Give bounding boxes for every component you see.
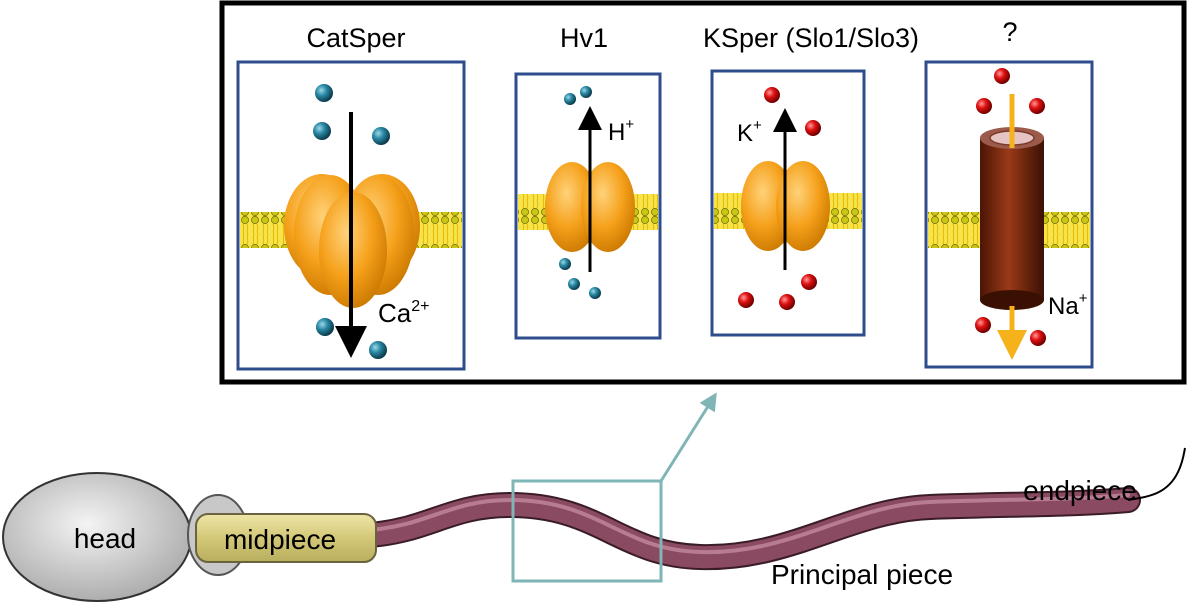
catsper-title: CatSper — [306, 23, 405, 53]
proton-ion — [568, 278, 580, 290]
potassium-ion — [805, 120, 821, 136]
sodium-ion — [976, 98, 992, 114]
calcium-ion — [313, 122, 331, 140]
principal-piece-label: Principal piece — [771, 559, 953, 590]
sperm-midpiece — [195, 513, 377, 563]
potassium-ion — [779, 294, 795, 310]
zoom-region-box — [511, 479, 663, 583]
endpiece-label: endpiece — [1023, 475, 1137, 506]
sodium-ion — [1029, 98, 1045, 114]
calcium-ion-label: Ca2+ — [378, 298, 430, 328]
sperm-cell: head midpiece Principal piece endpiece — [2, 447, 1186, 602]
calcium-ion — [315, 84, 333, 102]
sperm-endpiece — [1127, 447, 1186, 501]
potassium-ion-label: K+ — [737, 117, 762, 147]
sodium-channel-bottom — [980, 290, 1044, 310]
ksper-subunit — [776, 161, 830, 251]
calcium-ion — [316, 318, 334, 336]
proton-ion-label: H+ — [608, 116, 634, 146]
sodium-ion-label: Na+ — [1048, 290, 1088, 320]
hv1-subunit — [581, 162, 635, 252]
unknown-channel-panel: ? Na+ — [924, 17, 1094, 369]
hv1-panel: Hv1 H+ — [514, 23, 662, 340]
potassium-ion — [738, 292, 754, 308]
catsper-panel: CatSper Ca2+ — [236, 23, 466, 371]
head-label: head — [74, 523, 136, 554]
midpiece-label: midpiece — [224, 524, 336, 555]
proton-ion — [559, 258, 571, 270]
calcium-ion — [369, 341, 387, 359]
proton-ion — [589, 287, 601, 299]
hv1-title: Hv1 — [560, 23, 608, 53]
ksper-title: KSper (Slo1/Slo3) — [703, 23, 919, 53]
potassium-ion — [801, 274, 817, 290]
sperm-tail-principal-piece — [359, 489, 1139, 569]
proton-ion — [580, 86, 592, 98]
calcium-ion — [372, 127, 390, 145]
unknown-channel-title: ? — [1002, 17, 1017, 47]
sodium-channel-tube — [980, 138, 1044, 300]
sodium-ion — [1030, 330, 1046, 346]
zoom-callout-arrow — [659, 392, 717, 482]
potassium-ion — [764, 87, 780, 103]
sodium-ion — [994, 68, 1010, 84]
proton-ion — [564, 93, 576, 105]
sperm-tail-highlight — [368, 493, 1130, 555]
sodium-ion — [975, 317, 991, 333]
ksper-panel: KSper (Slo1/Slo3) K+ — [703, 23, 919, 337]
